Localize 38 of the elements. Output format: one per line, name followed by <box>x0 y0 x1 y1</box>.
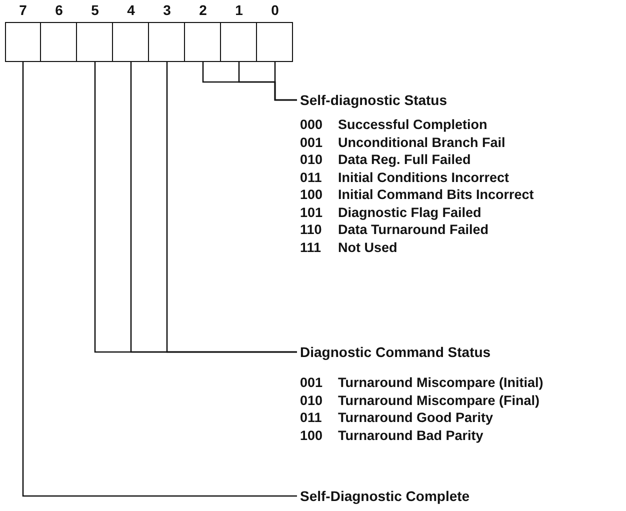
code-description: Data Turnaround Failed <box>338 222 489 238</box>
field-label: Diagnostic Command Status <box>300 344 491 360</box>
code-value: 010 <box>300 392 323 408</box>
code-description: Turnaround Miscompare (Final) <box>338 392 540 408</box>
code-description: Unconditional Branch Fail <box>338 134 506 150</box>
code-value: 100 <box>300 428 323 444</box>
code-description: Initial Command Bits Incorrect <box>338 187 534 203</box>
code-description: Turnaround Good Parity <box>338 410 493 426</box>
bit-number: 3 <box>162 2 172 18</box>
code-description: Not Used <box>338 240 398 256</box>
code-description: Turnaround Miscompare (Initial) <box>338 375 544 391</box>
bit-number: 4 <box>126 2 136 18</box>
code-description: Diagnostic Flag Failed <box>338 204 482 220</box>
code-value: 110 <box>300 222 322 238</box>
code-value: 001 <box>300 375 323 391</box>
code-value: 000 <box>300 117 323 133</box>
bit-number: 6 <box>54 2 64 18</box>
code-value: 011 <box>300 170 322 186</box>
field-label: Self-diagnostic Status <box>300 92 448 108</box>
connector-line <box>166 62 297 353</box>
code-value: 101 <box>300 204 323 220</box>
code-value: 011 <box>300 410 322 426</box>
bit-number: 5 <box>90 2 100 18</box>
code-description: Initial Conditions Incorrect <box>338 170 510 186</box>
code-description: Successful Completion <box>338 117 488 133</box>
connector-line <box>22 62 297 497</box>
bit-number: 2 <box>198 2 208 18</box>
bit-number: 1 <box>234 2 244 18</box>
code-description: Turnaround Bad Parity <box>338 428 484 444</box>
connector-line <box>274 62 297 101</box>
code-value: 100 <box>300 187 323 203</box>
code-value: 111 <box>300 240 322 256</box>
bit-number: 7 <box>18 2 28 18</box>
field-label: Self-Diagnostic Complete <box>300 488 470 504</box>
code-value: 001 <box>300 134 323 150</box>
code-description: Data Reg. Full Failed <box>338 152 471 168</box>
bit-number: 0 <box>270 2 280 18</box>
code-value: 010 <box>300 152 323 168</box>
